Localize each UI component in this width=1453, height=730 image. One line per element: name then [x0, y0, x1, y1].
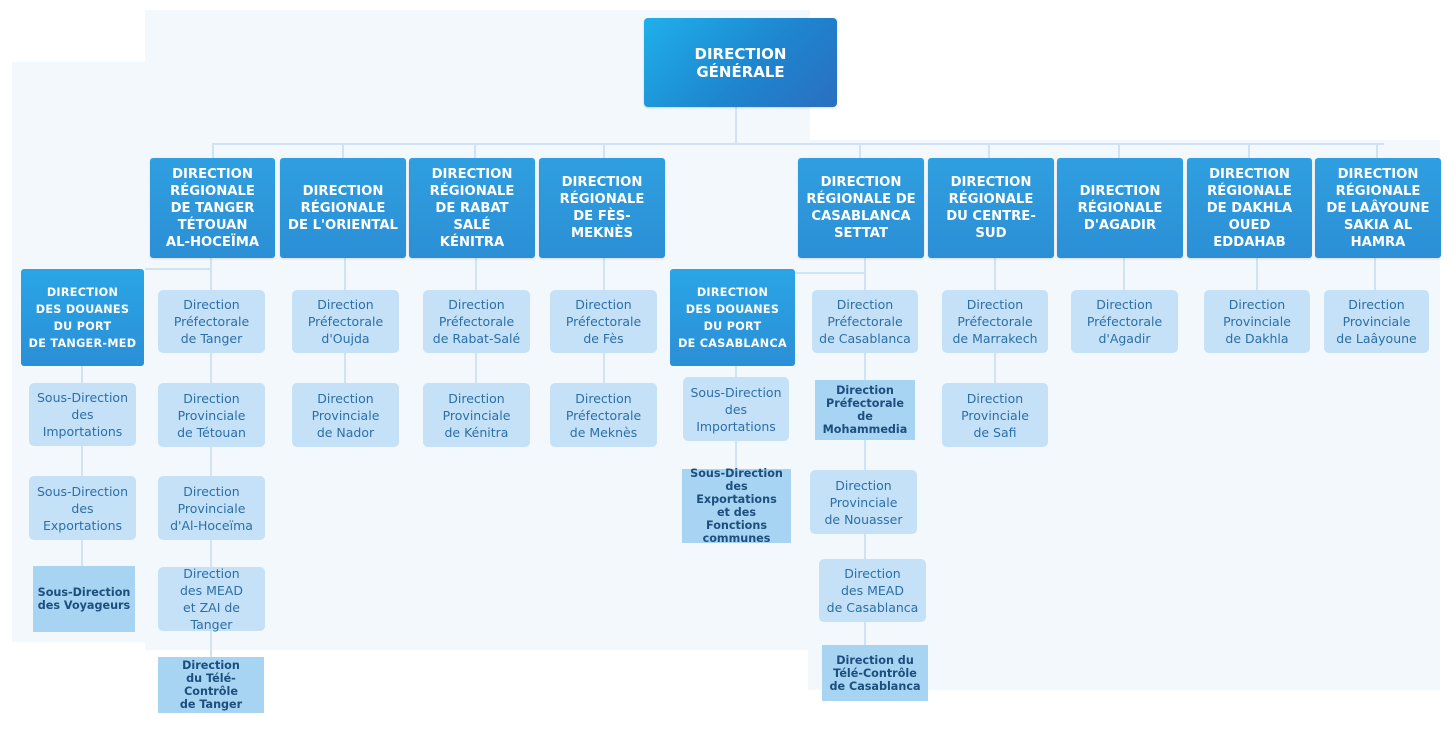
- region-rabat-node[interactable]: DIRECTION RÉGIONALE DE RABAT SALÉ KÉNITR…: [409, 158, 535, 258]
- region-tanger-node[interactable]: DIRECTION RÉGIONALE DE TANGER TÉTOUAN AL…: [150, 158, 275, 258]
- connector: [1374, 258, 1376, 290]
- connector: [864, 258, 866, 648]
- region-centre-sud-node[interactable]: DIRECTION RÉGIONALE DU CENTRE-SUD: [928, 158, 1054, 258]
- prov-laayoune-node[interactable]: Direction Provinciale de Laâyoune: [1324, 290, 1429, 353]
- connector: [794, 272, 865, 274]
- telecontrole-tanger-node[interactable]: Direction du Télé-Contrôle de Tanger: [158, 657, 264, 713]
- prov-kenitra-node[interactable]: Direction Provinciale de Kénitra: [423, 383, 530, 447]
- connector: [988, 143, 990, 158]
- connector: [342, 143, 344, 158]
- port-casablanca-node[interactable]: DIRECTION DES DOUANES DU PORT DE CASABLA…: [670, 269, 795, 366]
- port-tanger-med-node[interactable]: DIRECTION DES DOUANES DU PORT DE TANGER-…: [21, 269, 144, 366]
- connector: [145, 268, 211, 270]
- prov-alhoceima-node[interactable]: Direction Provinciale d'Al-Hoceïma: [158, 476, 265, 540]
- region-agadir-node[interactable]: DIRECTION RÉGIONALE D'AGADIR: [1057, 158, 1183, 258]
- connector: [859, 143, 861, 158]
- region-oriental-node[interactable]: DIRECTION RÉGIONALE DE L'ORIENTAL: [280, 158, 406, 258]
- connector: [1376, 143, 1378, 158]
- tanger-med-voyageurs-node[interactable]: Sous-Direction des Voyageurs: [33, 566, 135, 632]
- casa-port-importations-node[interactable]: Sous-Direction des Importations: [683, 377, 789, 441]
- mead-casablanca-node[interactable]: Direction des MEAD de Casablanca: [819, 559, 926, 622]
- pref-rabat-node[interactable]: Direction Préfectorale de Rabat-Salé: [423, 290, 530, 353]
- connector: [735, 107, 737, 144]
- prov-dakhla-node[interactable]: Direction Provinciale de Dakhla: [1204, 290, 1310, 353]
- prov-tetouan-node[interactable]: Direction Provinciale de Tétouan: [158, 383, 265, 447]
- tanger-med-importations-node[interactable]: Sous-Direction des Importations: [29, 383, 136, 446]
- connector: [1118, 143, 1120, 158]
- pref-casablanca-node[interactable]: Direction Préfectorale de Casablanca: [812, 290, 918, 353]
- connector: [212, 143, 214, 158]
- pref-mohammedia-node[interactable]: Direction Préfectorale de Mohammedia: [815, 380, 915, 440]
- connector: [474, 143, 476, 158]
- region-laayoune-node[interactable]: DIRECTION RÉGIONALE DE LAÂYOUNE SAKIA AL…: [1315, 158, 1441, 258]
- direction-generale-node[interactable]: DIRECTION GÉNÉRALE: [644, 18, 837, 107]
- connector: [210, 258, 212, 658]
- connector: [1248, 143, 1250, 158]
- region-fes-node[interactable]: DIRECTION RÉGIONALE DE FÈS-MEKNÈS: [539, 158, 665, 258]
- region-casablanca-node[interactable]: DIRECTION RÉGIONALE DE CASABLANCA SETTAT: [798, 158, 924, 258]
- pref-oujda-node[interactable]: Direction Préfectorale d'Oujda: [292, 290, 399, 353]
- prov-nouasser-node[interactable]: Direction Provinciale de Nouasser: [810, 470, 917, 534]
- connector: [603, 143, 605, 158]
- pref-agadir-node[interactable]: Direction Préfectorale d'Agadir: [1071, 290, 1178, 353]
- tanger-med-exportations-node[interactable]: Sous-Direction des Exportations: [29, 476, 136, 540]
- connector: [81, 366, 83, 566]
- pref-meknes-node[interactable]: Direction Préfectorale de Meknès: [550, 383, 657, 447]
- telecontrole-casablanca-node[interactable]: Direction du Télé-Contrôle de Casablanca: [822, 645, 928, 701]
- prov-nador-node[interactable]: Direction Provinciale de Nador: [292, 383, 399, 447]
- connector: [1256, 258, 1258, 290]
- casa-port-exportations-node[interactable]: Sous-Direction des Exportations et des F…: [682, 467, 791, 545]
- connector: [1123, 258, 1125, 290]
- prov-safi-node[interactable]: Direction Provinciale de Safi: [942, 383, 1048, 447]
- pref-marrakech-node[interactable]: Direction Préfectorale de Marrakech: [942, 290, 1048, 353]
- pref-tanger-node[interactable]: Direction Préfectorale de Tanger: [158, 290, 265, 353]
- pref-fes-node[interactable]: Direction Préfectorale de Fès: [550, 290, 657, 353]
- connector: [212, 143, 1384, 145]
- mead-tanger-node[interactable]: Direction des MEAD et ZAI de Tanger: [158, 566, 265, 632]
- region-dakhla-node[interactable]: DIRECTION RÉGIONALE DE DAKHLA OUED EDDAH…: [1187, 158, 1312, 258]
